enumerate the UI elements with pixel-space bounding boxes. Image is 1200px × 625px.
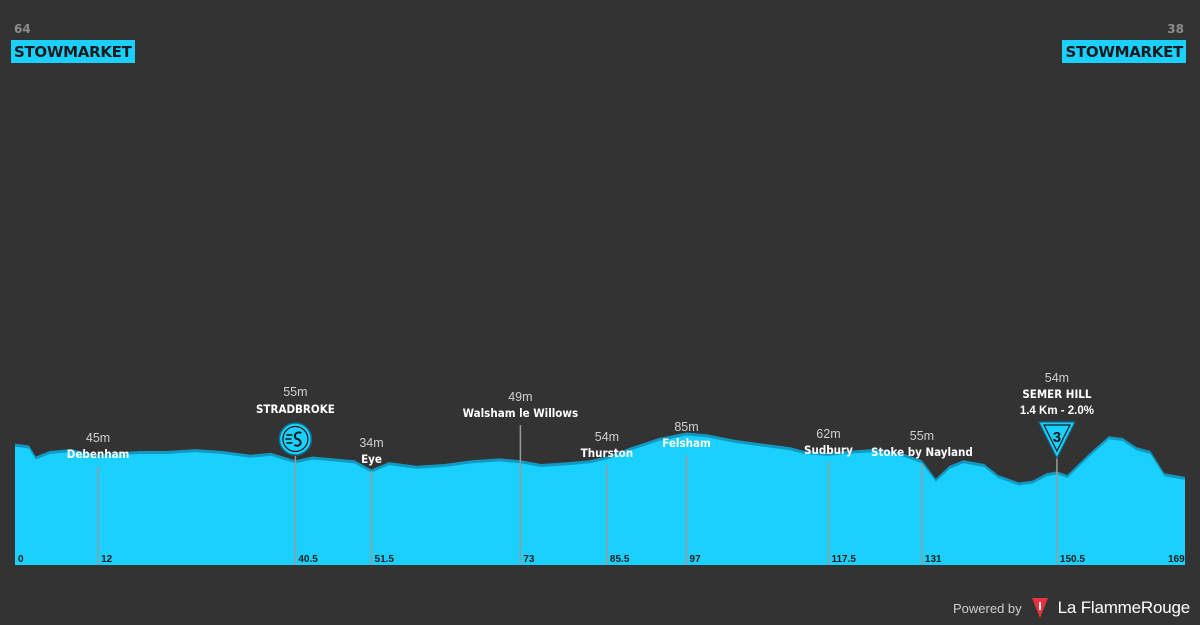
- finish-town-label: STOWMARKET: [1062, 40, 1186, 63]
- marker-name-label: Felsham: [662, 436, 710, 450]
- km-tick-label: 40.5: [298, 554, 318, 565]
- km-tick-label: 131: [925, 554, 942, 565]
- marker-altitude-label: 62m: [816, 427, 840, 441]
- start-altitude: 64: [14, 22, 31, 36]
- powered-by-footer: Powered by La FlammeRouge: [953, 597, 1190, 619]
- powered-by-label: Powered by: [953, 600, 1022, 616]
- marker-name-label: Debenham: [67, 447, 130, 461]
- marker-altitude-label: 34m: [359, 436, 383, 450]
- km-tick-label: 12: [101, 554, 113, 565]
- finish-altitude: 38: [1167, 22, 1184, 36]
- brand-name: La FlammeRouge: [1057, 598, 1191, 617]
- km-tick-label: 85.5: [610, 554, 630, 565]
- marker-altitude-label: 55m: [910, 429, 934, 443]
- marker-name-label: Sudbury: [804, 443, 853, 457]
- marker-name-label: STRADBROKE: [256, 402, 335, 416]
- km-tick-label: 97: [690, 554, 702, 565]
- climb-category-icon: 3: [1037, 421, 1076, 460]
- marker-altitude-label: 55m: [283, 385, 307, 399]
- km-tick-label: 0: [18, 554, 24, 565]
- km-tick-label: 169: [1168, 554, 1185, 565]
- marker-name-label: SEMER HILL: [1022, 387, 1092, 401]
- start-town-label: STOWMARKET: [11, 40, 135, 63]
- marker-name-label: Stoke by Nayland: [871, 445, 973, 459]
- elevation-profile-area: [15, 435, 1185, 565]
- marker-name-label: Thurston: [581, 446, 633, 460]
- marker-name-label: Eye: [361, 452, 382, 466]
- km-tick-label: 73: [523, 554, 535, 565]
- sprint-icon: [278, 422, 313, 456]
- climb-details-label: 1.4 Km - 2.0%: [1020, 405, 1094, 417]
- marker-altitude-label: 49m: [508, 390, 532, 404]
- marker-altitude-label: 85m: [674, 420, 698, 434]
- marker-name-label: Walsham le Willows: [463, 406, 578, 420]
- km-tick-label: 51.5: [375, 554, 395, 565]
- marker-altitude-label: 54m: [1045, 371, 1069, 385]
- km-tick-label: 150.5: [1060, 554, 1085, 565]
- km-tick-label: 117.5: [831, 554, 856, 565]
- flamme-rouge-logo-icon: [1031, 598, 1048, 618]
- marker-altitude-label: 54m: [595, 430, 619, 444]
- climb-category-number: 3: [1053, 429, 1061, 446]
- marker-altitude-label: 45m: [86, 431, 110, 445]
